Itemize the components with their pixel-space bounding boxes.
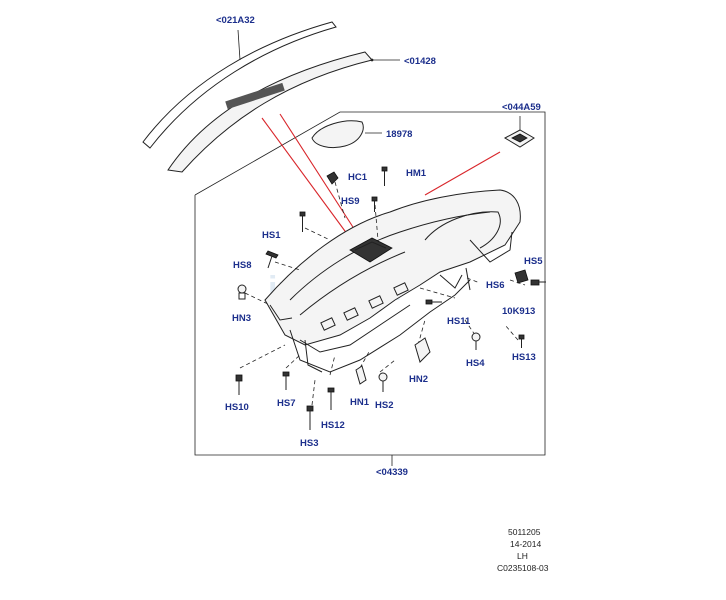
- assembly-frame: [194, 111, 546, 196]
- footer-code: 5011205: [508, 527, 541, 537]
- label-hs11: HS11: [447, 316, 471, 327]
- label-hs8: HS8: [233, 260, 251, 271]
- label-04339: <04339: [376, 467, 408, 478]
- upper-panel-01428: [167, 51, 400, 173]
- footer-ref: C0235108-03: [497, 563, 549, 573]
- label-hs9: HS9: [341, 196, 359, 207]
- label-hm1: HM1: [406, 168, 427, 179]
- label-18978: 18978: [386, 129, 412, 140]
- label-hn3: HN3: [232, 313, 251, 324]
- label-hs4: HS4: [466, 358, 485, 369]
- indicator-line-2: [279, 113, 361, 239]
- label-hs2: HS2: [375, 400, 393, 411]
- module-044a59: [503, 116, 535, 148]
- label-021a32: <021A32: [216, 15, 255, 26]
- label-01428: <01428: [404, 56, 436, 67]
- label-hc1: HC1: [348, 172, 368, 183]
- indicator-line-1: [261, 117, 354, 243]
- label-044a59: <044A59: [502, 102, 541, 113]
- label-hs3: HS3: [300, 438, 318, 449]
- footer-year: 14-2014: [510, 539, 541, 549]
- assembly-frame-bottom: [194, 192, 546, 456]
- label-hs10: HS10: [225, 402, 249, 413]
- label-hs6: HS6: [486, 280, 504, 291]
- label-hn2: HN2: [409, 374, 428, 385]
- label-hs13: HS13: [512, 352, 536, 363]
- label-hn1: HN1: [350, 397, 370, 408]
- footer-side: LH: [517, 551, 528, 561]
- indicator-line-3: [424, 151, 501, 196]
- label-hs12: HS12: [321, 420, 345, 431]
- label-hs7: HS7: [277, 398, 295, 409]
- fasteners: [235, 166, 546, 430]
- label-hs5: HS5: [524, 256, 543, 267]
- label-10k913: 10K913: [502, 306, 535, 317]
- cover-18978: [311, 120, 382, 149]
- trim-strip-021a32: [142, 21, 337, 149]
- dashboard-body: [264, 189, 521, 373]
- label-hs1: HS1: [262, 230, 281, 241]
